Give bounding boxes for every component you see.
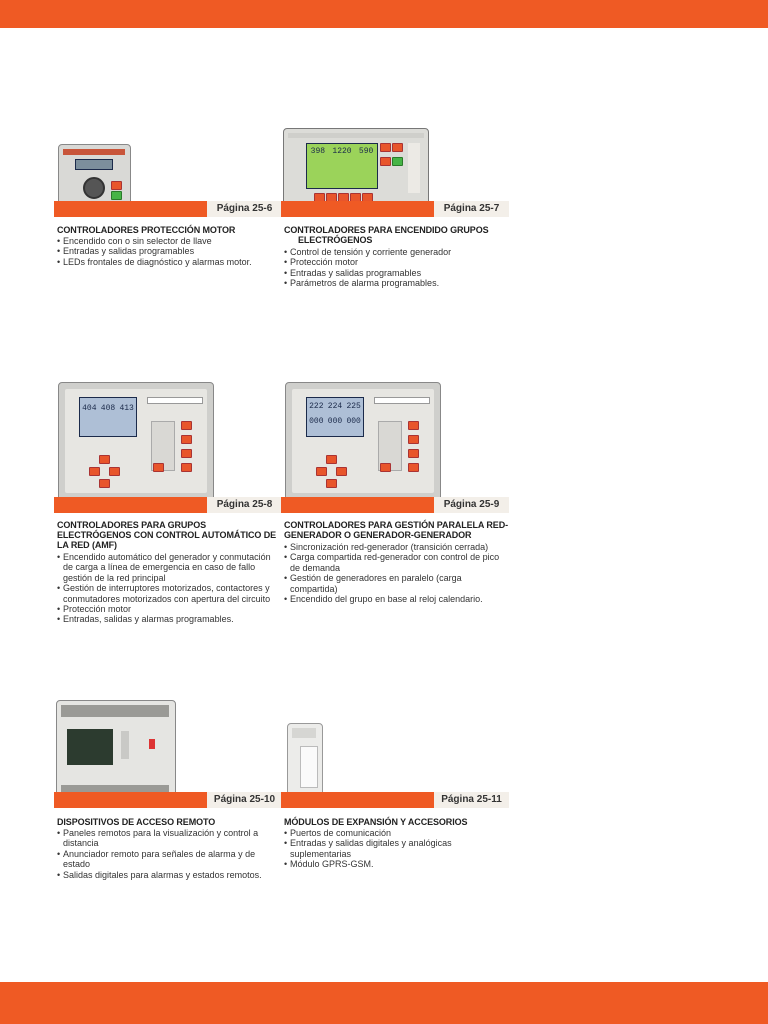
list-item: Entradas y salidas programables [284, 268, 509, 279]
feature-list: Sincronización red-generador (transición… [284, 542, 509, 605]
page-ref-label[interactable]: Página 25-6 [207, 201, 282, 217]
list-item: Protección motor [57, 604, 282, 615]
feature-list: Encendido automático del generador y con… [57, 552, 282, 625]
card-title-line: DISPOSITIVOS DE ACCESO REMOTO [57, 817, 216, 827]
list-item: Entradas, salidas y alarmas programables… [57, 614, 282, 625]
card-title-line: CONTROLADORES PARA GRUPOS [57, 520, 207, 530]
bottom-orange-band [0, 982, 768, 1024]
list-item: Protección motor [284, 257, 509, 268]
page-ref-label[interactable]: Página 25-10 [207, 792, 282, 808]
page-ref-bar: Página 25-8 [54, 497, 282, 513]
lcd-value: 398 [310, 147, 326, 156]
card-title-line: GENERADOR O GENERADOR-GENERADOR [284, 530, 472, 540]
lcd-value: 413 [119, 404, 134, 413]
page-ref-bar: Página 25-6 [54, 201, 282, 217]
lcd-value: 590 [358, 147, 374, 156]
list-item: Parámetros de alarma programables. [284, 278, 509, 289]
page-ref-label[interactable]: Página 25-11 [434, 792, 509, 808]
page-ref-label[interactable]: Página 25-8 [207, 497, 282, 513]
page-ref-label[interactable]: Página 25-7 [434, 201, 509, 217]
genset-controller-image: 398 1220 590 [283, 128, 429, 210]
card-title: CONTROLADORES PROTECCIÓN MOTOR [57, 225, 282, 235]
card-title: DISPOSITIVOS DE ACCESO REMOTO [57, 817, 282, 827]
page-ref-bar: Página 25-11 [281, 792, 509, 808]
parallel-controller-image: 222 224 225 000 000 000 [285, 382, 441, 501]
lcd-value: 225 [346, 402, 361, 411]
list-item: Sincronización red-generador (transición… [284, 542, 509, 553]
lcd-value: 408 [100, 404, 116, 413]
list-item: Anunciador remoto para señales de alarma… [57, 849, 282, 870]
list-item: Entradas y salidas programables [57, 246, 282, 257]
list-item: Encendido automático del generador y con… [57, 552, 282, 583]
lcd-value: 224 [327, 402, 343, 411]
list-item: Carga compartida red-generador con contr… [284, 552, 509, 573]
lcd-value: 1220 [332, 147, 352, 156]
card-title-line: CONTROLADORES PROTECCIÓN MOTOR [57, 225, 236, 235]
card-title-line: ELECTRÓGENOS [298, 235, 373, 245]
card-title: CONTROLADORES PARA GESTIÓN PARALELA RED-… [284, 520, 509, 540]
list-item: Puertos de comunicación [284, 828, 509, 839]
card-title-line: CONTROLADORES PARA ENCENDIDO GRUPOS [284, 225, 489, 235]
lcd-value: 000 [309, 417, 324, 426]
card-title: CONTROLADORES PARA GRUPOS ELECTRÓGENOS C… [57, 520, 282, 550]
list-item: Salidas digitales para alarmas y estados… [57, 870, 282, 881]
list-item: Encendido con o sin selector de llave [57, 236, 282, 247]
page-ref-bar: Página 25-9 [281, 497, 509, 513]
list-item: Módulo GPRS-GSM. [284, 859, 509, 870]
lcd-value: 000 [327, 417, 343, 426]
expansion-module-image [287, 723, 323, 805]
lcd-value: 000 [346, 417, 361, 426]
motor-controller-image [58, 144, 131, 212]
list-item: LEDs frontales de diagnóstico y alarmas … [57, 257, 282, 268]
list-item: Control de tensión y corriente generador [284, 247, 509, 258]
list-item: Encendido del grupo en base al reloj cal… [284, 594, 509, 605]
feature-list: Control de tensión y corriente generador… [284, 247, 509, 289]
card-title: CONTROLADORES PARA ENCENDIDO GRUPOS ELEC… [284, 225, 509, 245]
top-orange-band [0, 0, 768, 28]
list-item: Entradas y salidas digitales y analógica… [284, 838, 509, 859]
feature-list: Paneles remotos para la visualización y … [57, 828, 282, 880]
list-item: Gestión de generadores en paralelo (carg… [284, 573, 509, 594]
remote-module-image [56, 700, 176, 802]
page-ref-label[interactable]: Página 25-9 [434, 497, 509, 513]
card-title-line: LA RED (AMF) [57, 540, 117, 550]
card-title-line: MÓDULOS DE EXPANSIÓN Y ACCESORIOS [284, 817, 468, 827]
list-item: Gestión de interruptores motorizados, co… [57, 583, 282, 604]
card-title: MÓDULOS DE EXPANSIÓN Y ACCESORIOS [284, 817, 509, 827]
lcd-value: 222 [309, 402, 324, 411]
card-title-line: CONTROLADORES PARA GESTIÓN PARALELA RED- [284, 520, 509, 530]
card-title-line: ELECTRÓGENOS CON CONTROL AUTOMÁTICO DE [57, 530, 277, 540]
list-item: Paneles remotos para la visualización y … [57, 828, 282, 849]
amf-controller-image: 404 408 413 [58, 382, 214, 501]
feature-list: Encendido con o sin selector de llave En… [57, 236, 282, 268]
page-ref-bar: Página 25-7 [281, 201, 509, 217]
page-ref-bar: Página 25-10 [54, 792, 282, 808]
feature-list: Puertos de comunicación Entradas y salid… [284, 828, 509, 870]
lcd-value: 404 [82, 404, 97, 413]
